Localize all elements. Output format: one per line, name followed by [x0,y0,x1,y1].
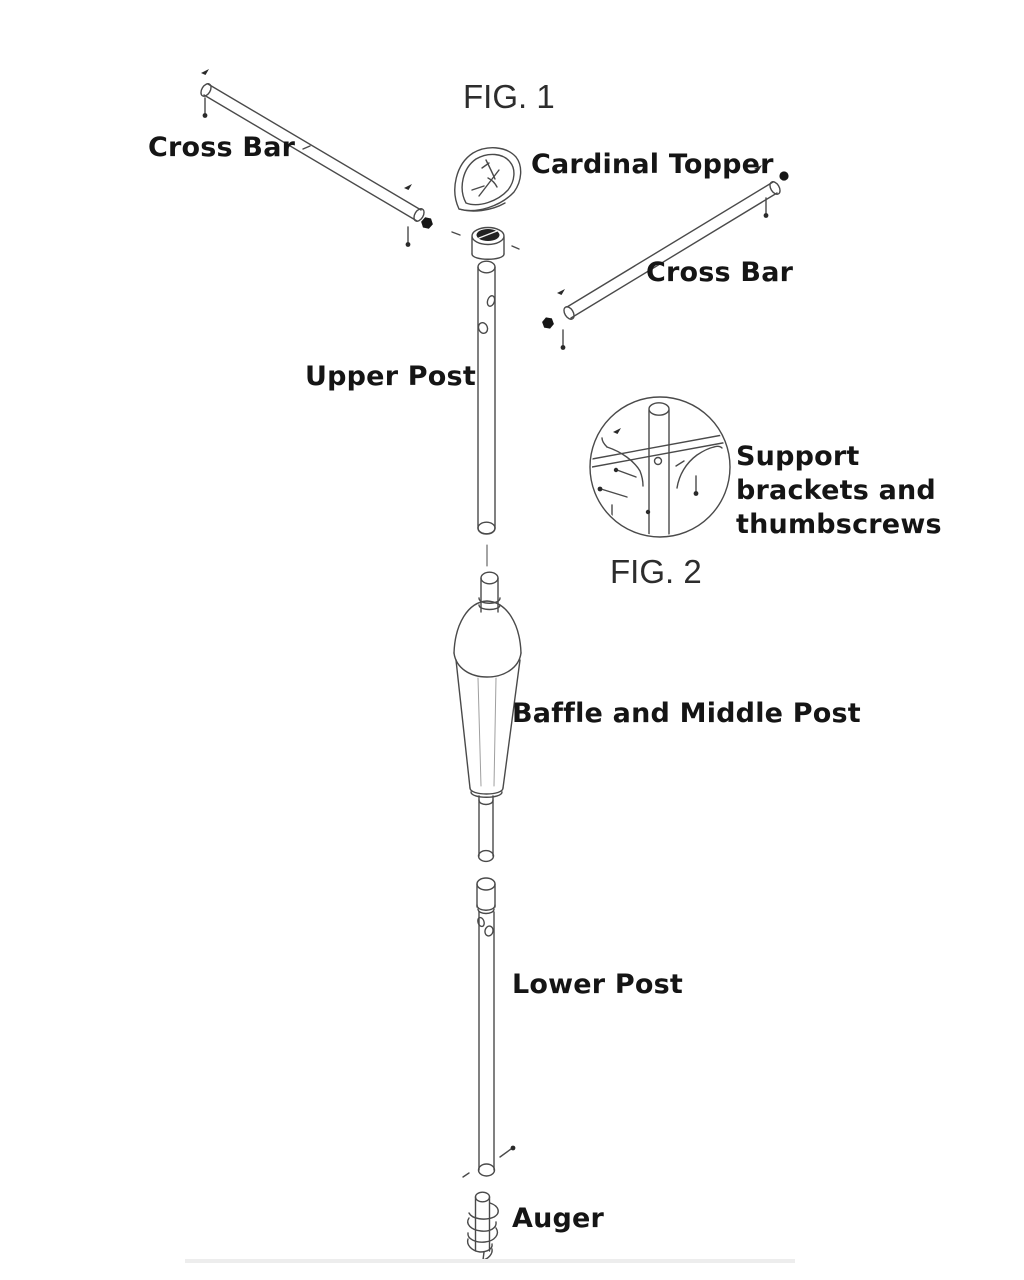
label-cross-bar-right: Cross Bar [646,257,794,288]
fig2-detail-circle [589,396,731,538]
auger-drawing [466,1191,499,1261]
label-baffle-middle-post: Baffle and Middle Post [512,698,861,729]
label-cardinal-topper: Cardinal Topper [531,149,774,180]
upper-post-drawing [477,260,496,567]
label-auger: Auger [512,1203,605,1234]
cross-bar-left-drawing [200,68,435,248]
label-upper-post: Upper Post [305,361,476,392]
bottom-divider [185,1259,795,1263]
mounting-collar-drawing [451,226,520,260]
cross-bar-right-drawing [540,164,789,351]
cardinal-topper-icon [454,147,522,212]
baffle-middle-post-drawing [453,571,522,863]
fig1-caption: FIG. 1 [463,78,555,115]
label-support-brackets: Support brackets and thumbscrews [736,441,942,540]
label-cross-bar-left: Cross Bar [148,132,296,163]
label-lower-post: Lower Post [512,969,684,1000]
lower-post-drawing [462,877,516,1178]
fig2-caption: FIG. 2 [610,553,702,590]
